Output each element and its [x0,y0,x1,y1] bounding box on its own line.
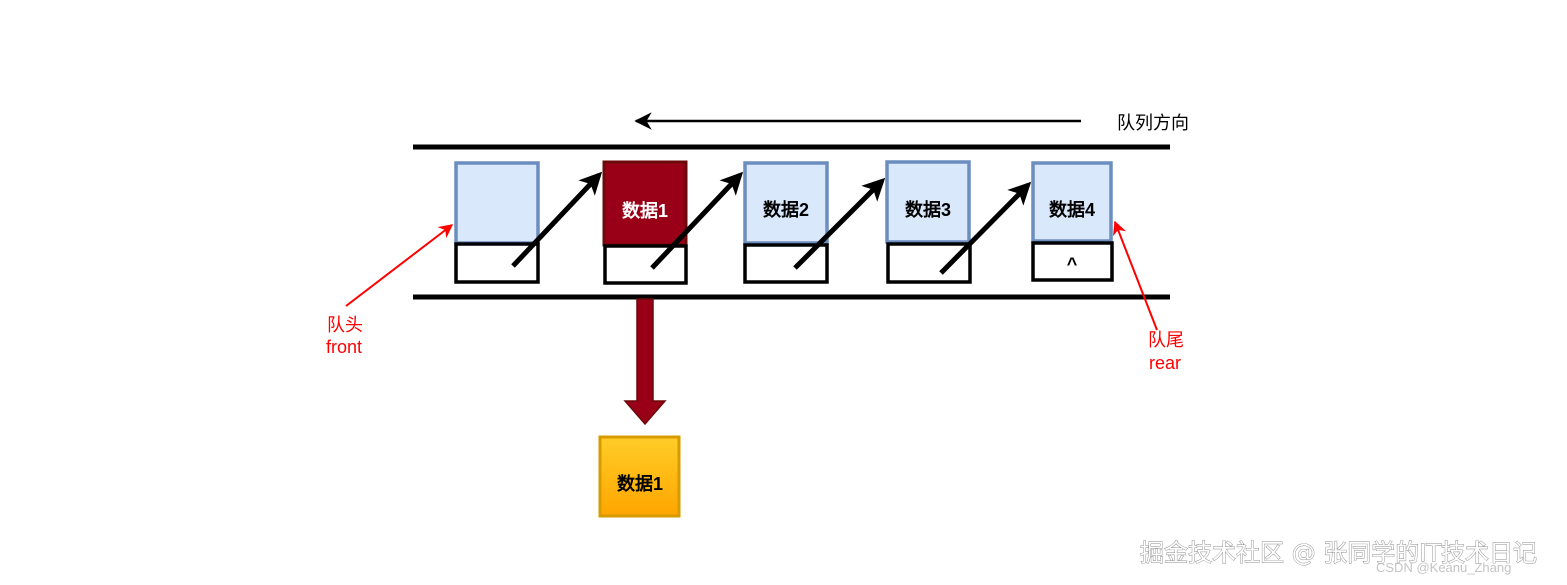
node-data-box [602,160,688,247]
queue-node-4: 数据4 ^ [1031,161,1114,282]
node-data-box [885,160,971,244]
next-pointer-arrow [939,181,1032,275]
node-data-text: 数据2 [763,199,809,220]
node-pointer-box [886,242,972,284]
next-pointer-arrow [650,171,744,270]
front-label-en: front [326,337,362,357]
node-data-box [1031,161,1113,243]
queue-node-3: 数据3 [885,160,972,284]
null-pointer-symbol: ^ [1067,254,1078,274]
node-pointer-box [603,244,688,285]
watermark-small: CSDN @Keanu_Zhang [1376,560,1511,575]
queue-node-1: 数据1 [602,160,688,285]
front-label-cn: 队头 [327,315,363,335]
dequeued-node-box [598,435,681,518]
rear-label-cn: 队尾 [1148,330,1184,350]
node-data-box [743,161,829,245]
dequeued-node-text: 数据1 [617,473,663,494]
queue-node-2: 数据2 [743,161,829,284]
watermark-main: 掘金技术社区 @ 张同学的IT技术日记 [1140,539,1537,567]
front-annotation-arrow [345,224,454,307]
node-data-text: 数据3 [905,199,951,220]
node-pointer-box [1031,241,1114,282]
dequeued-node: 数据1 [598,435,681,518]
node-data-text: 数据4 [1049,199,1095,220]
node-data-box [454,161,540,245]
dequeue-arrow [623,298,667,426]
node-data-text: 数据1 [622,200,668,221]
rear-annotation-arrow [1113,220,1158,331]
next-pointer-arrow [793,177,886,270]
rear-label-en: rear [1149,353,1181,373]
direction-label: 队列方向 [1117,113,1189,133]
queue-node-head [454,161,540,284]
next-pointer-arrow [511,171,603,268]
node-pointer-box [454,242,540,284]
